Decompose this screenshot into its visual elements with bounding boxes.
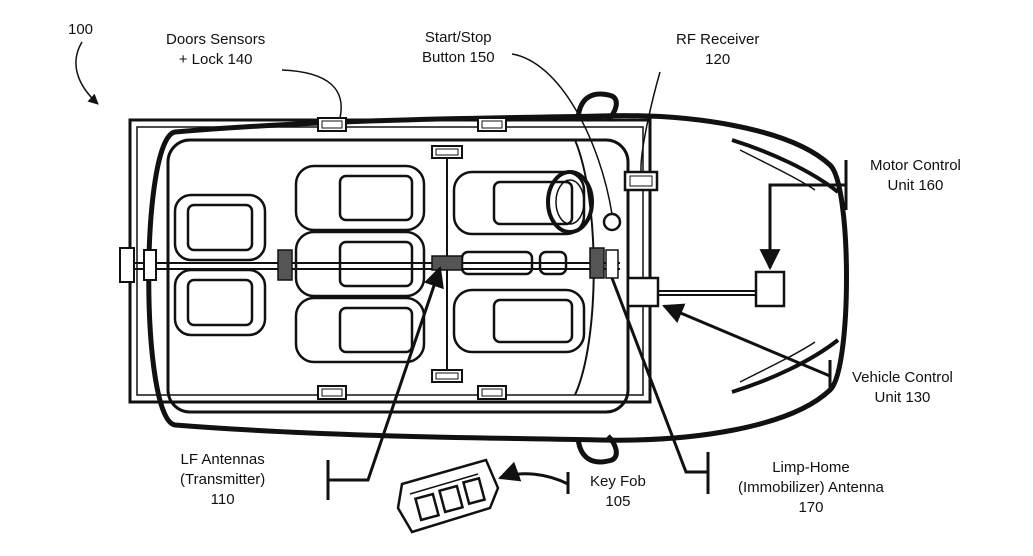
steering-wheel xyxy=(546,170,594,234)
label-vehicle-control-unit: Vehicle Control Unit 130 xyxy=(852,369,953,406)
leader-lines xyxy=(281,53,661,215)
label-start-stop-button: Start/Stop Button 150 xyxy=(422,29,495,66)
label-limp-home-antenna: Limp-Home (Immobilizer) Antenna 170 xyxy=(738,459,884,516)
vehicle-seats xyxy=(173,164,586,364)
label-key-fob: Key Fob 105 xyxy=(590,473,646,510)
vehicle-body xyxy=(120,91,849,465)
ref-100-arrow xyxy=(75,41,99,105)
figure-ref-number: 100 xyxy=(68,21,94,38)
label-doors-sensors: Doors Sensors + Lock 140 xyxy=(166,31,266,68)
signal-arrows xyxy=(326,160,848,500)
key-fob xyxy=(396,458,500,534)
label-motor-control-unit: Motor Control Unit 160 xyxy=(870,157,961,194)
label-lf-antennas: LF Antennas (Transmitter) 110 xyxy=(180,451,266,508)
door-sensors xyxy=(119,117,507,400)
lf-antenna-modules xyxy=(277,247,619,281)
control-modules xyxy=(602,170,786,308)
label-rf-receiver: RF Receiver 120 xyxy=(676,31,760,68)
